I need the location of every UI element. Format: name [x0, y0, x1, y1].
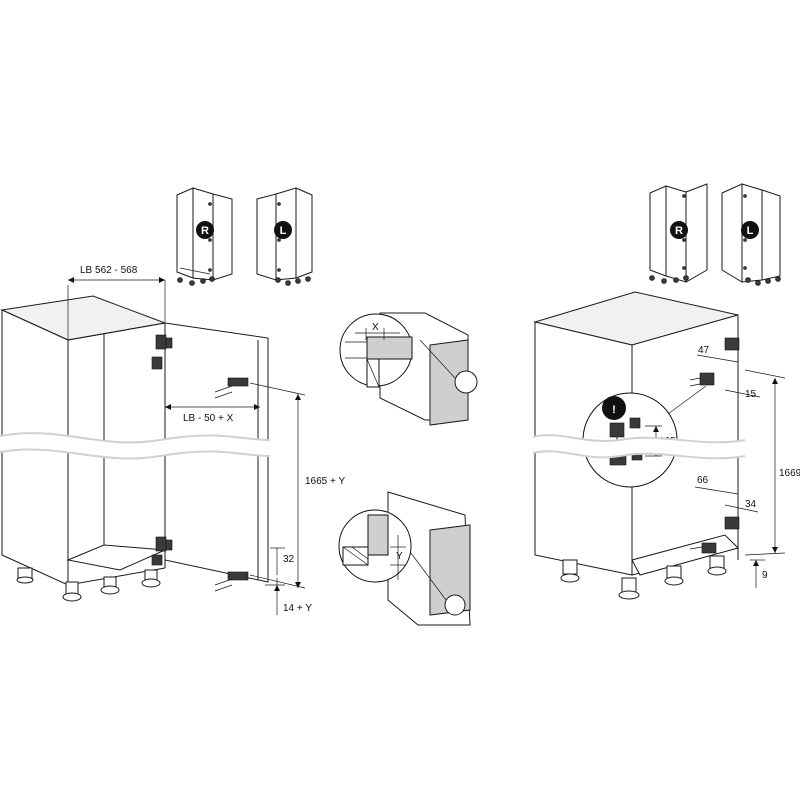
right-badge-icon-2	[670, 221, 688, 239]
left-badge-icon-2	[741, 221, 759, 239]
detail-x-label: X	[372, 322, 379, 333]
dim-47-label: 47	[698, 345, 710, 356]
mini-cabinet-left-left-set: L	[256, 187, 313, 286]
detail-top: X	[339, 312, 478, 426]
mini-cabinet-left-right-set: L	[721, 183, 781, 286]
lb-formula-label: LB - 50 + X	[183, 413, 234, 424]
wave-break	[0, 432, 746, 460]
dim-34-label: 34	[745, 499, 757, 510]
lb-range-label: LB 562 - 568	[80, 265, 138, 276]
dim-32-label: 32	[283, 554, 295, 565]
warning-badge-label: !	[612, 404, 616, 416]
badge-r-label-2: R	[675, 225, 683, 237]
dim-66-label: 66	[697, 475, 709, 486]
warning-badge-icon	[602, 396, 626, 420]
hinge-bottom	[151, 536, 173, 566]
dim-9-label: 9	[762, 570, 768, 581]
right-hinge-top	[689, 337, 740, 387]
badge-l-label-2: L	[747, 225, 754, 237]
dim-15-label: 15	[745, 389, 757, 400]
right-cabinet-feet	[560, 555, 727, 600]
dim-14y-label: 14 + Y	[283, 603, 312, 614]
hinge-top	[151, 334, 173, 370]
height-left-label: 1665 + Y	[305, 476, 345, 487]
door-fitting-top	[214, 377, 249, 399]
badge-r-label: R	[201, 225, 209, 237]
detail-bottom: Y	[338, 491, 471, 626]
badge-l-label: L	[280, 225, 287, 237]
left-badge-icon	[274, 221, 292, 239]
right-badge-icon	[196, 221, 214, 239]
dim-1669-label: 1669	[779, 468, 800, 479]
mini-cabinet-right-left-set: R	[176, 187, 233, 286]
left-cabinet-feet	[16, 567, 161, 602]
door-fitting-bottom	[214, 571, 249, 592]
right-hinge-bottom	[689, 516, 740, 554]
mini-cabinet-right-right-set: R	[649, 183, 708, 284]
detail-y-label: Y	[396, 551, 403, 562]
